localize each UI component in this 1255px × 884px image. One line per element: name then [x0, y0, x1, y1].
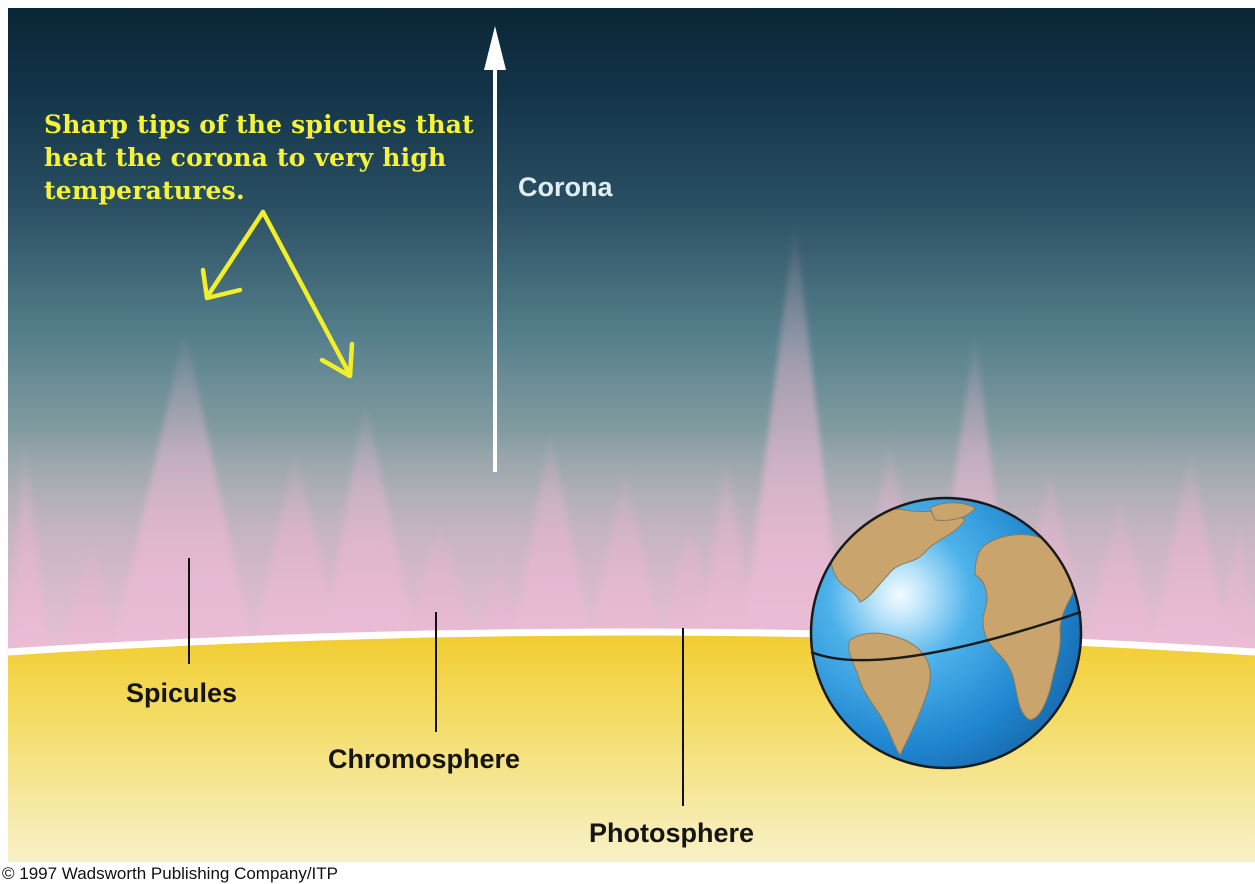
annotation-line-3: temperatures.: [44, 176, 245, 205]
chromosphere-label: Chromosphere: [328, 744, 521, 774]
annotation-line-2: heat the corona to very high: [44, 143, 447, 172]
yellow-pointer-arrow-icon: [200, 209, 355, 379]
photosphere-label: Photosphere: [589, 818, 755, 848]
annotation-line-1: Sharp tips of the spicules that: [44, 110, 474, 139]
spicule-tips-annotation: Sharp tips of the spicules that heat the…: [44, 108, 504, 207]
spicules-label: Spicules: [126, 678, 238, 708]
up-arrow-icon: [484, 26, 506, 472]
copyright-credit: © 1997 Wadsworth Publishing Company/ITP: [2, 864, 338, 883]
corona-label: Corona: [518, 172, 613, 202]
earth-globe-icon: [809, 496, 1083, 770]
